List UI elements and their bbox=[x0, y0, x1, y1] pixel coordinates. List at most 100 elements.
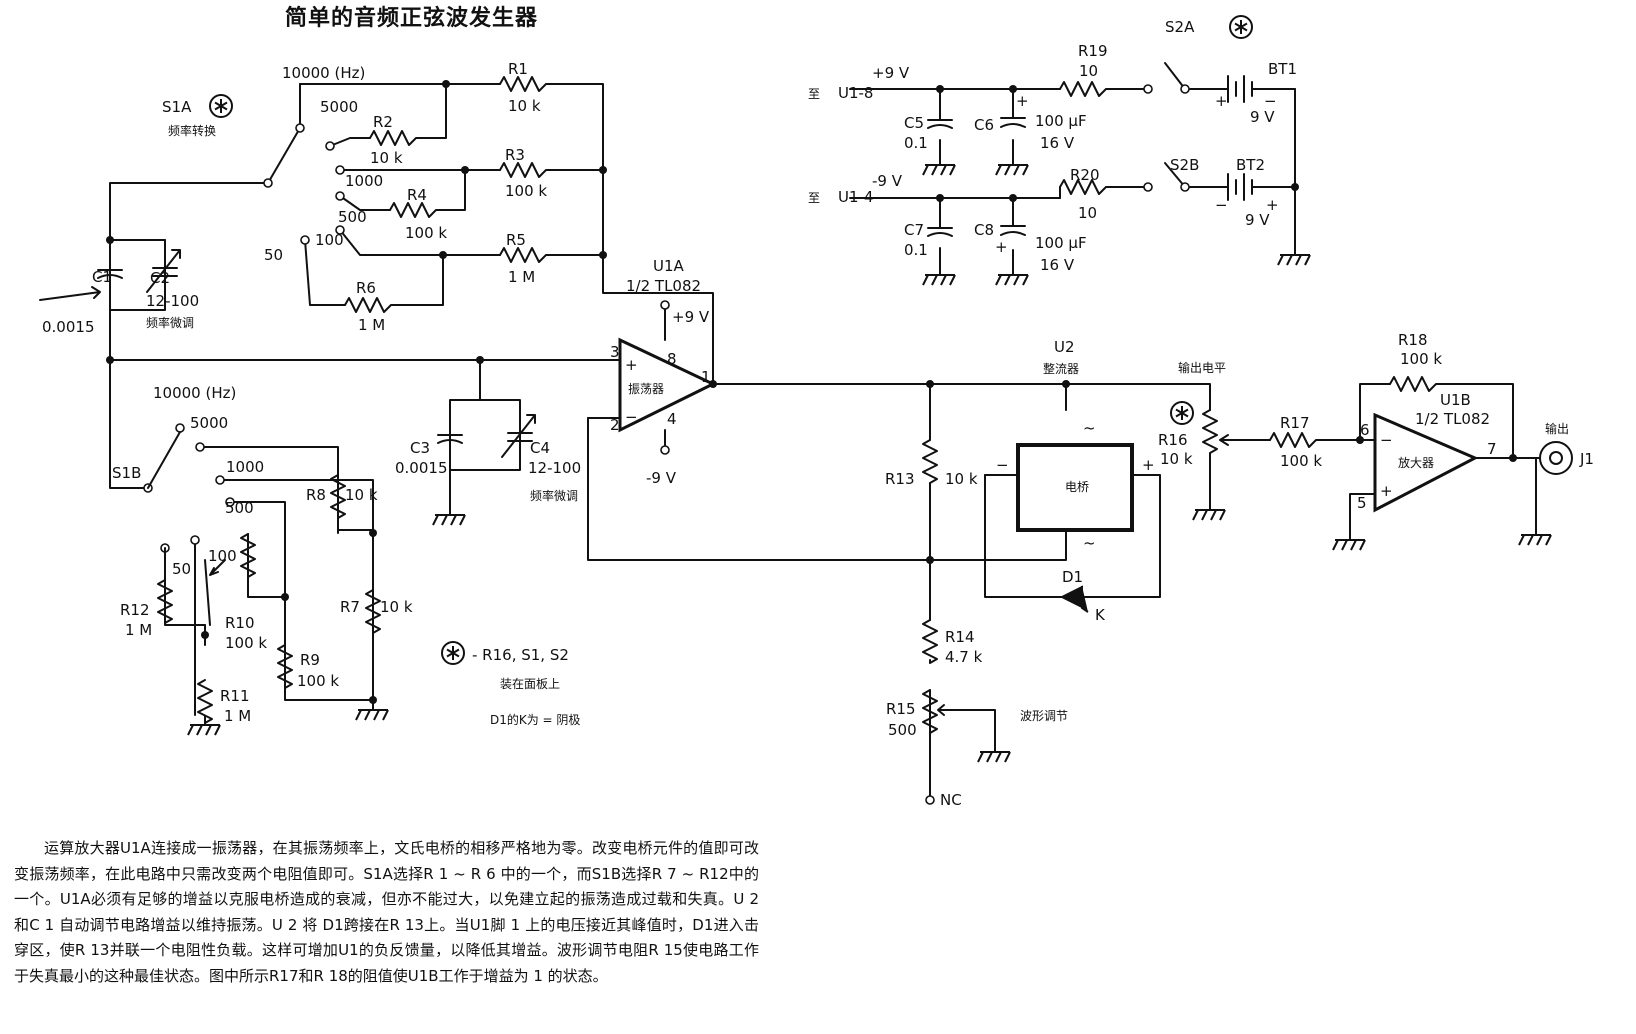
c8-val: 100 µF bbox=[1035, 234, 1087, 252]
resistor-r1 bbox=[499, 76, 551, 92]
r8-ref: R8 bbox=[306, 486, 326, 504]
s1b-label: S1B bbox=[112, 464, 141, 482]
bt1-ref: BT1 bbox=[1268, 60, 1297, 78]
r16-val: 10 k bbox=[1160, 450, 1193, 468]
star-note-2: 装在面板上 bbox=[500, 677, 560, 691]
vpos-label: +9 V bbox=[872, 64, 910, 82]
r7-ref: R7 bbox=[340, 598, 360, 616]
u1a-vpos: +9 V bbox=[672, 308, 710, 326]
resistor-r19 bbox=[1059, 81, 1111, 97]
u1b-part: 1/2 TL082 bbox=[1415, 410, 1490, 428]
u1b-pin5: 5 bbox=[1357, 494, 1367, 512]
r2-ref: R2 bbox=[373, 113, 393, 131]
u1b-pin7: 7 bbox=[1487, 440, 1497, 458]
u1a-minus-sign: − bbox=[625, 408, 638, 426]
s1a-label: S1A bbox=[162, 98, 192, 116]
u1a-ref: U1A bbox=[653, 257, 685, 275]
bt2-val: 9 V bbox=[1245, 211, 1270, 229]
panel-mark-icon bbox=[1170, 401, 1194, 425]
r5-ref: R5 bbox=[506, 231, 526, 249]
c5-ref: C5 bbox=[904, 114, 924, 132]
u2-function: 整流器 bbox=[1043, 361, 1079, 376]
r18-val: 100 k bbox=[1400, 350, 1442, 368]
u2-ac-top: ~ bbox=[1083, 419, 1096, 437]
c6-voltage: 16 V bbox=[1040, 134, 1075, 152]
resistor-r15 bbox=[922, 689, 938, 734]
c2-val: 12-100 bbox=[146, 292, 199, 310]
c2-caption: 频率微调 bbox=[146, 315, 194, 330]
u1a-pin1: 1 bbox=[701, 368, 711, 386]
diagram-title: 简单的音频正弦波发生器 bbox=[285, 6, 539, 31]
r17-ref: R17 bbox=[1280, 414, 1310, 432]
s1b-pos-100: 100 bbox=[208, 547, 237, 565]
r2-val: 10 k bbox=[370, 149, 403, 167]
c4-caption: 频率微调 bbox=[530, 488, 578, 503]
resistor-r4 bbox=[389, 202, 441, 218]
battery-bt1 bbox=[1227, 75, 1261, 103]
opamp-u1a bbox=[618, 337, 717, 433]
s1b-pos-500: 500 bbox=[225, 499, 254, 517]
resistor-r20 bbox=[1059, 179, 1111, 195]
c7-val: 0.1 bbox=[904, 241, 928, 259]
c7-ref: C7 bbox=[904, 221, 924, 239]
bt2-plus: + bbox=[1266, 196, 1279, 214]
u1a-vneg: -9 V bbox=[646, 469, 677, 487]
u1b-minus: − bbox=[1380, 431, 1393, 449]
r11-ref: R11 bbox=[220, 687, 250, 705]
r12-ref: R12 bbox=[120, 601, 150, 619]
u2-body: 电桥 bbox=[1065, 480, 1089, 494]
s1b-pos-5000: 5000 bbox=[190, 414, 228, 432]
diode-d1 bbox=[1059, 585, 1089, 613]
resistor-r9 bbox=[277, 644, 293, 689]
grounds bbox=[187, 154, 1552, 763]
d1-ref: D1 bbox=[1062, 568, 1083, 586]
u2-ref: U2 bbox=[1054, 338, 1075, 356]
r20-val: 10 bbox=[1078, 204, 1097, 222]
s1a-pos-100: 100 bbox=[315, 231, 344, 249]
c1-val: 0.0015 bbox=[42, 318, 95, 336]
r19-val: 10 bbox=[1079, 62, 1098, 80]
u1a-pin8: 8 bbox=[667, 350, 677, 368]
r12-val: 1 M bbox=[125, 621, 152, 639]
c8-plus: + bbox=[995, 238, 1008, 256]
j1-ref: J1 bbox=[1579, 450, 1594, 468]
bt2-minus: − bbox=[1215, 196, 1228, 214]
r15-ref: R15 bbox=[886, 700, 916, 718]
capacitor-c5 bbox=[927, 119, 953, 129]
u1b-ref: U1B bbox=[1440, 391, 1471, 409]
vneg-label: -9 V bbox=[872, 172, 903, 190]
to-label-2: 至 bbox=[808, 191, 820, 205]
c6-plus: + bbox=[1016, 92, 1029, 110]
s1a-pos-500: 500 bbox=[338, 208, 367, 226]
s1a-caption: 频率转换 bbox=[168, 123, 216, 138]
r4-val: 100 k bbox=[405, 224, 447, 242]
capacitor-c8 bbox=[1000, 225, 1026, 236]
r14-val: 4.7 k bbox=[945, 648, 983, 666]
j1-caption: 输出 bbox=[1545, 421, 1569, 436]
resistor-r7 bbox=[365, 589, 381, 634]
c3-val: 0.0015 bbox=[395, 459, 448, 477]
d1-note: D1的K为 = 阴极 bbox=[490, 712, 580, 727]
c8-voltage: 16 V bbox=[1040, 256, 1075, 274]
u1a-pin3: 3 bbox=[610, 343, 620, 361]
s1a-pos-50: 50 bbox=[264, 246, 283, 264]
r6-ref: R6 bbox=[356, 279, 376, 297]
resistor-r10 bbox=[240, 533, 256, 578]
r16-caption: 输出电平 bbox=[1178, 360, 1226, 375]
r13-val: 10 k bbox=[945, 470, 978, 488]
resistors bbox=[157, 76, 1441, 734]
opamp-u1b bbox=[1373, 412, 1479, 513]
c5-val: 0.1 bbox=[904, 134, 928, 152]
c1-ref: C1 bbox=[92, 268, 112, 286]
r15-val: 500 bbox=[888, 721, 917, 739]
r19-ref: R19 bbox=[1078, 42, 1108, 60]
c4-ref: C4 bbox=[530, 439, 550, 457]
description-paragraph: 运算放大器U1A连接成一振荡器，在其振荡频率上，文氏电桥的相移严格地为零。改变电… bbox=[14, 839, 759, 985]
c3-ref: C3 bbox=[410, 439, 430, 457]
junctions bbox=[106, 80, 1517, 704]
c6-val: 100 µF bbox=[1035, 112, 1087, 130]
r8-val: 10 k bbox=[345, 486, 378, 504]
s1a-pos-5000: 5000 bbox=[320, 98, 358, 116]
u1-4-label: U1-4 bbox=[838, 188, 873, 206]
r18-ref: R18 bbox=[1398, 331, 1428, 349]
